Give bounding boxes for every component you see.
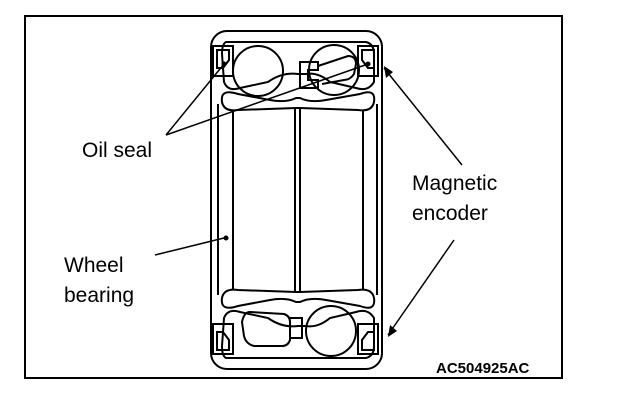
- leader-wheel-bearing: [154, 237, 225, 256]
- leader-oil-seal-1: [165, 63, 225, 136]
- bottom-ball-right: [305, 305, 357, 357]
- bottom-inner-race: [220, 288, 376, 309]
- top-cage: [299, 61, 319, 89]
- leader-oil-seal-2: [165, 63, 369, 136]
- oil-seal-top-left: [212, 45, 234, 77]
- bottom-cage-left: [240, 310, 291, 347]
- leader-encoder-top: [383, 67, 463, 166]
- leader-dot-wheel-bearing: [223, 235, 229, 241]
- leader-encoder-bottom: [387, 239, 455, 336]
- arrowhead-encoder-top: [384, 66, 393, 78]
- seal-lip-bl: [216, 331, 230, 351]
- label-magnetic-encoder-line2: encoder: [412, 202, 488, 225]
- label-magnetic-encoder-line1: Magnetic: [412, 172, 498, 195]
- bottom-cage-tab: [290, 317, 303, 339]
- top-ball-left: [232, 45, 284, 97]
- seal-lip-tr: [361, 49, 375, 69]
- top-inner-race: [220, 91, 376, 112]
- oil-seal-bottom-left: [212, 323, 234, 355]
- label-oil-seal: Oil seal: [82, 139, 153, 162]
- leader-dot-oil-seal-2: [365, 61, 371, 67]
- magnetic-encoder-bottom-right: [357, 323, 379, 355]
- leader-dot-oil-seal-1: [221, 61, 227, 67]
- seal-lip-br: [361, 331, 375, 351]
- figure-code: AC504925AC: [436, 360, 530, 377]
- magnetic-encoder-top-right: [357, 45, 379, 77]
- arrowhead-encoder-bottom: [388, 325, 397, 337]
- label-wheel-bearing-line1: Wheel: [64, 254, 124, 277]
- bearing-outer-race: [210, 30, 383, 370]
- label-wheel-bearing-line2: bearing: [64, 284, 135, 307]
